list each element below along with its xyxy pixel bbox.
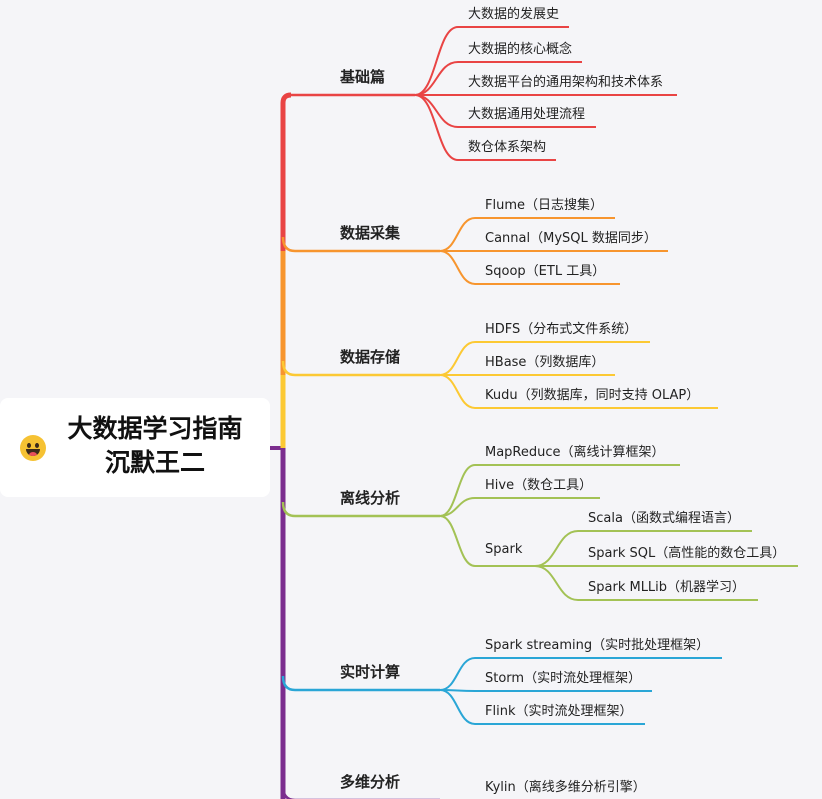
branch-heading[interactable]: 基础篇: [340, 68, 386, 86]
child-node[interactable]: Kylin（离线多维分析引擎）: [485, 780, 646, 795]
branch-underline: [281, 236, 440, 253]
child-connector: [439, 657, 722, 691]
child-connector: [439, 515, 535, 567]
root-title: 大数据学习指南 沉默王二: [50, 412, 260, 480]
branch-heading[interactable]: 离线分析: [340, 489, 401, 507]
child-node[interactable]: Spark streaming（实时批处理框架）: [485, 638, 710, 653]
child-node[interactable]: Flume（日志搜集）: [485, 198, 603, 213]
child-connector: [439, 689, 652, 692]
child-node[interactable]: 大数据的核心概念: [468, 42, 573, 57]
child-node[interactable]: Cannal（MySQL 数据同步）: [485, 231, 657, 246]
grandchild-node[interactable]: Scala（函数式编程语言）: [588, 511, 740, 526]
child-connector: [439, 464, 680, 517]
grandchild-node[interactable]: Spark MLLib（机器学习）: [588, 580, 746, 595]
child-connector: [439, 497, 600, 517]
child-connector: [414, 94, 556, 161]
child-connector: [439, 250, 620, 285]
grinning-face-icon: [20, 435, 46, 461]
branch-underline: [281, 785, 440, 799]
child-connector: [439, 689, 645, 725]
child-node[interactable]: Kudu（列数据库，同时支持 OLAP）: [485, 388, 700, 403]
child-node[interactable]: 数仓体系架构: [468, 140, 547, 155]
child-node[interactable]: Storm（实时流处理框架）: [485, 671, 642, 686]
child-node[interactable]: HDFS（分布式文件系统）: [485, 322, 638, 337]
child-node[interactable]: Flink（实时流处理框架）: [485, 704, 633, 719]
child-node[interactable]: 大数据的发展史: [468, 7, 560, 22]
branch-underline: [281, 675, 440, 692]
grandchild-connector: [534, 565, 758, 601]
branch-underline: [281, 360, 440, 377]
grandchild-connector: [534, 530, 752, 567]
child-connector: [439, 374, 718, 409]
child-node[interactable]: HBase（列数据库）: [485, 355, 605, 370]
child-node[interactable]: 大数据通用处理流程: [468, 107, 586, 122]
trunk-segment: [280, 92, 292, 251]
child-node[interactable]: MapReduce（离线计算框架）: [485, 445, 665, 460]
child-connector: [439, 341, 650, 376]
branch-heading[interactable]: 多维分析: [340, 773, 401, 791]
root-title-line1: 大数据学习指南: [67, 414, 243, 443]
child-connector: [439, 217, 615, 252]
child-node[interactable]: Hive（数仓工具）: [485, 478, 593, 493]
child-node[interactable]: Sqoop（ETL 工具）: [485, 264, 606, 279]
child-connector: [414, 26, 569, 96]
branch-heading[interactable]: 数据存储: [340, 348, 401, 366]
root-title-line2: 沉默王二: [104, 448, 205, 477]
branch-heading[interactable]: 数据采集: [340, 224, 401, 242]
branch-heading[interactable]: 实时计算: [340, 663, 401, 681]
child-node[interactable]: Spark: [485, 542, 523, 557]
root-node[interactable]: 大数据学习指南 沉默王二: [0, 398, 270, 497]
child-node[interactable]: 大数据平台的通用架构和技术体系: [468, 75, 664, 90]
grandchild-node[interactable]: Spark SQL（高性能的数仓工具）: [588, 546, 786, 561]
branch-underline: [281, 501, 440, 518]
child-connector: [414, 61, 582, 96]
